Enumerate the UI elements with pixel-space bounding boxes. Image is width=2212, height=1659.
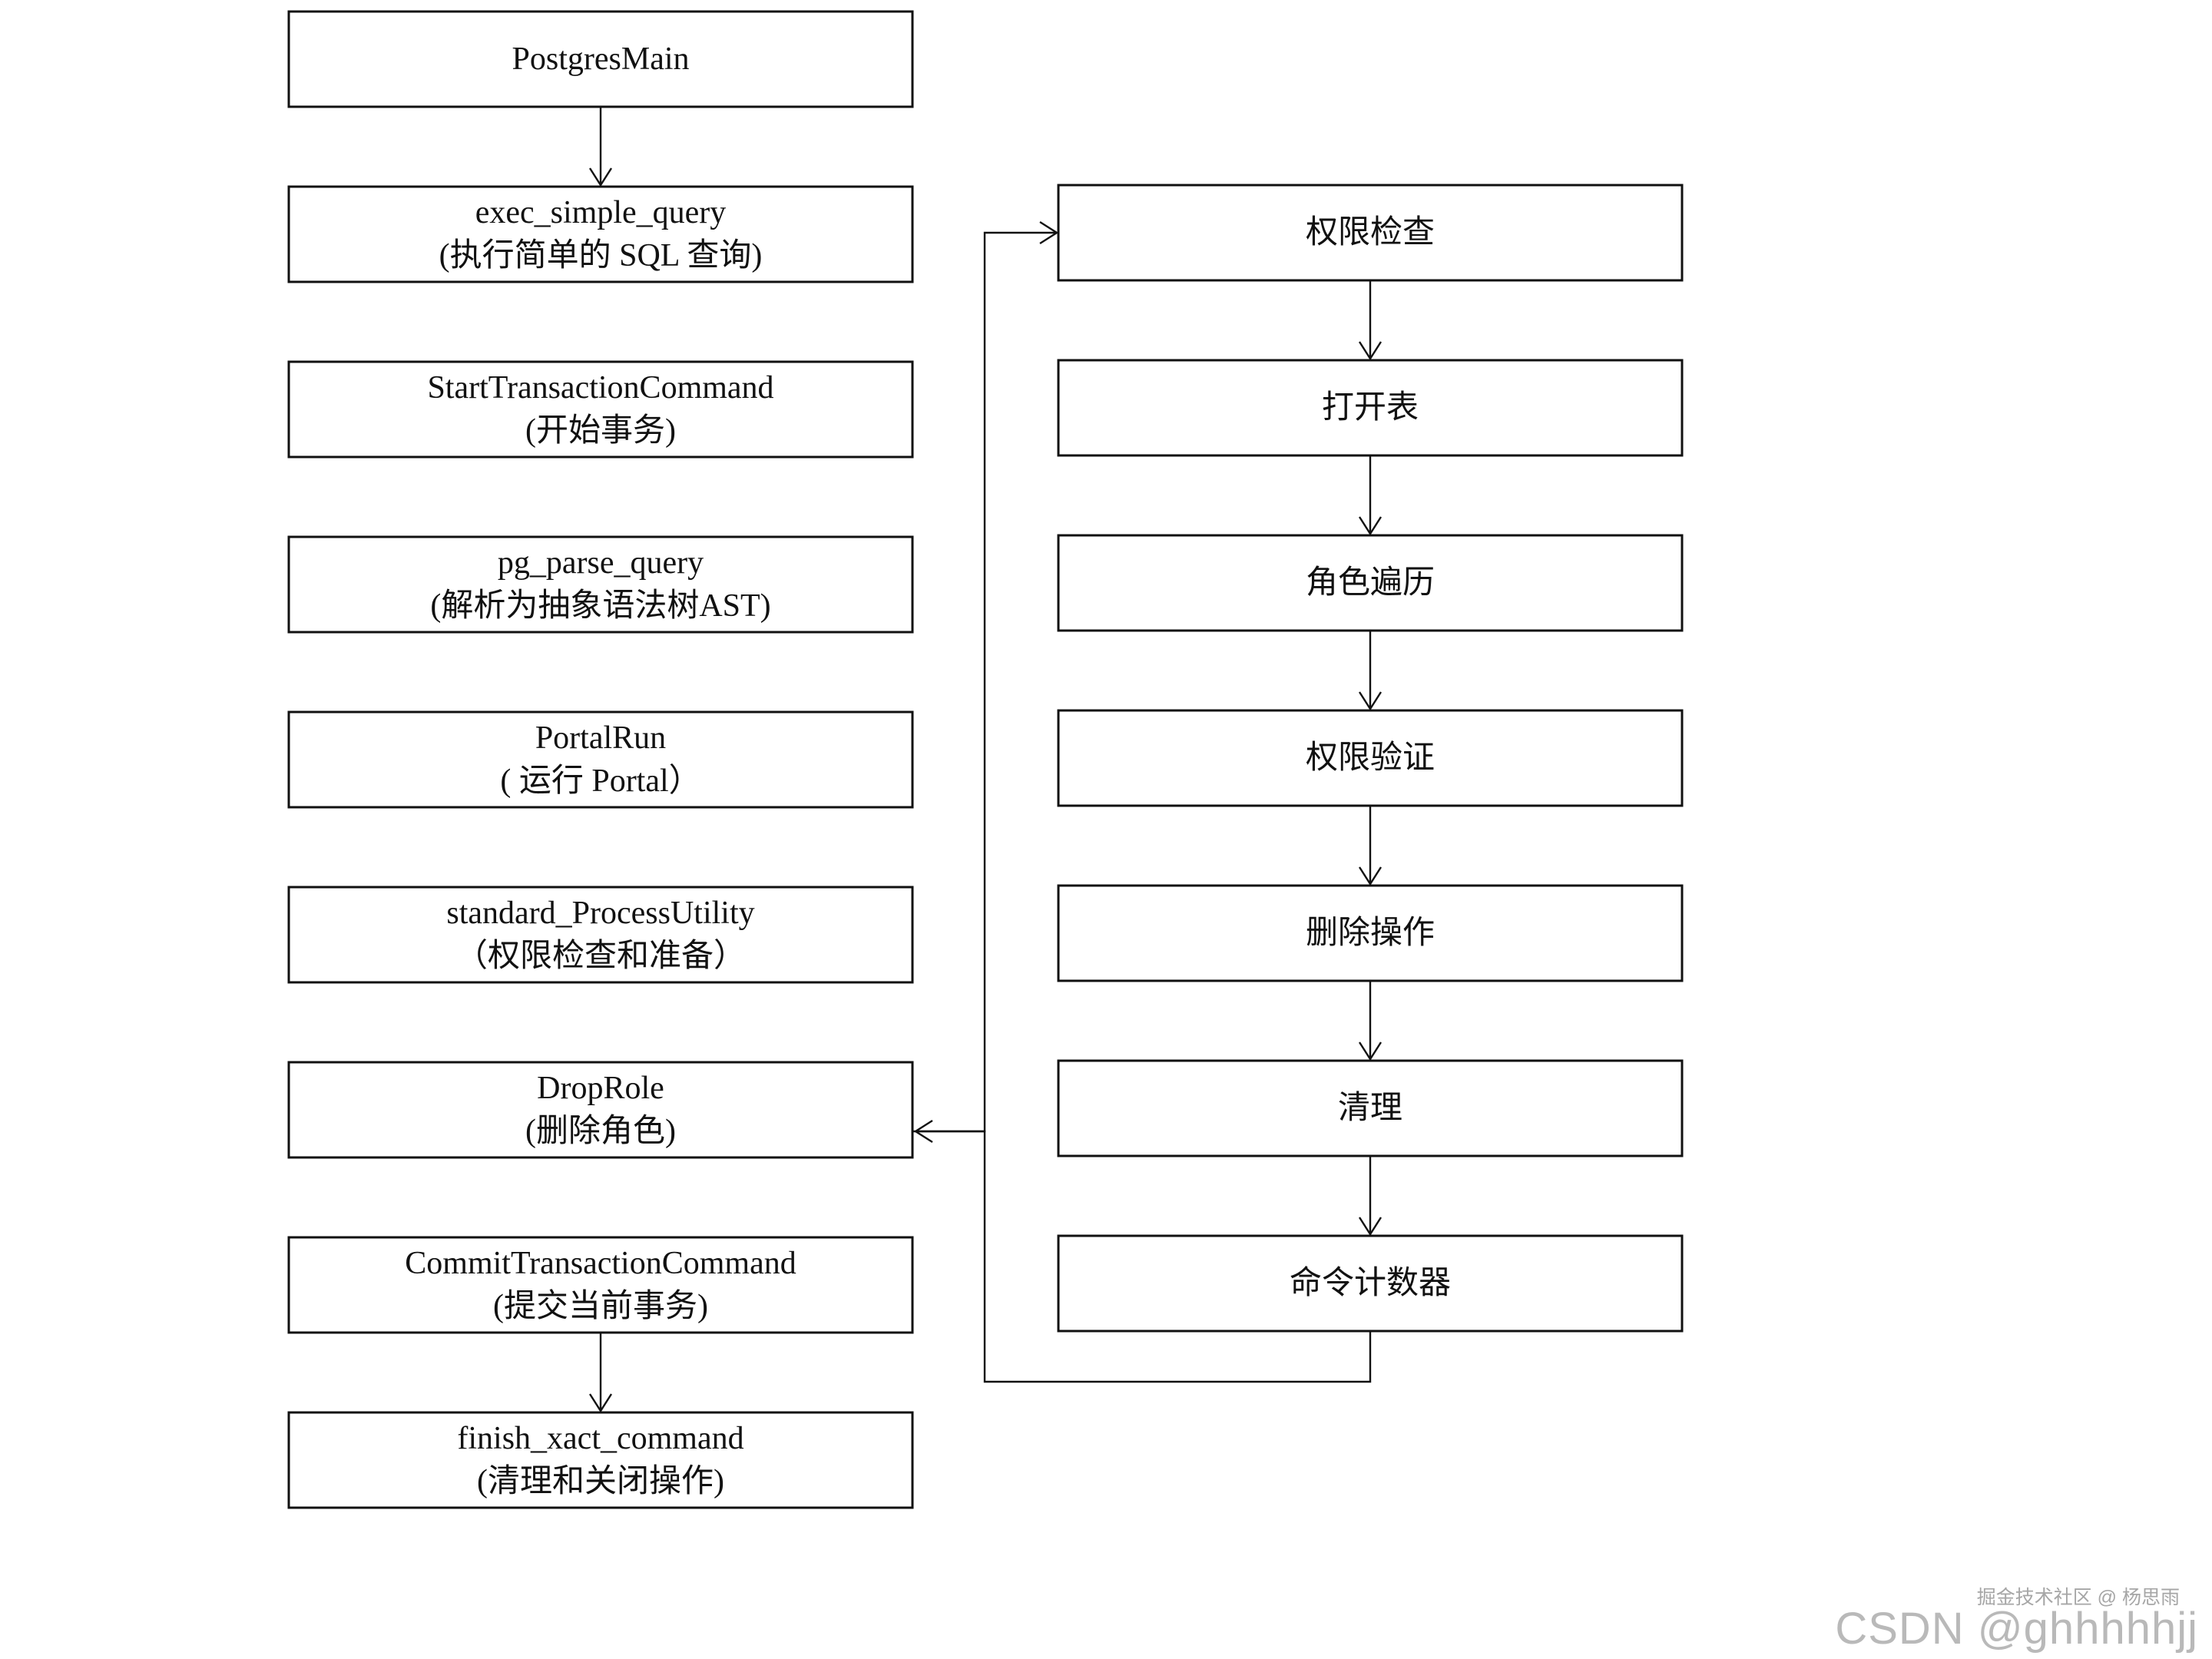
portal-run-label-2: ( 运行 Portal） [500,763,700,799]
standard-process-utility-label-1: standard_ProcessUtility [446,896,754,931]
command-counter-label-1: 命令计数器 [1290,1265,1451,1301]
node-portal-run: PortalRun ( 运行 Portal） [287,710,914,809]
edge-postgres-main-to-exec-simple-query-arrowhead [588,167,613,187]
node-commit-transaction-command: CommitTransactionCommand (提交当前事务) [287,1236,914,1334]
node-start-transaction-command: StartTransactionCommand (开始事务) [287,360,914,459]
postgres-main-box [287,10,914,108]
exec-simple-query-label-1: exec_simple_query [475,195,727,230]
exec-simple-query-box [287,185,914,283]
cleanup-label-1: 清理 [1338,1091,1402,1126]
open-table-box [1057,359,1684,457]
standard-process-utility-label-2: （权限检查和准备） [455,938,746,974]
drop-role-box [287,1061,914,1159]
finish-xact-command-label-1: finish_xact_command [457,1421,743,1456]
role-traversal-box [1057,534,1684,632]
start-transaction-command-label-2: (开始事务) [525,413,676,449]
node-permission-verify: 权限验证 [1057,709,1684,807]
edge-open-table-to-role-traversal-arrowhead [1358,516,1382,536]
edge-drop-role-to-permission-check-arrowhead [1039,220,1059,245]
finish-xact-command-label-2: (清理和关闭操作) [477,1464,724,1499]
juejin-watermark: 掘金技术社区 @ 杨思雨 [1976,1587,2180,1608]
start-transaction-command-box [287,360,914,459]
node-open-table: 打开表 [1057,359,1684,457]
command-counter-box [1057,1234,1684,1333]
node-finish-xact-command: finish_xact_command (清理和关闭操作) [287,1411,914,1509]
edge-command-counter-to-drop-role-arrowhead [913,1119,933,1144]
csdn-watermark: CSDN @ghhhhhjj [1835,1604,2198,1654]
pg-parse-query-label-2: (解析为抽象语法树AST) [430,588,770,624]
edge-permission-verify-to-delete-operation-arrowhead [1358,866,1382,886]
edge-role-traversal-to-permission-verify-arrowhead [1358,691,1382,711]
edge-drop-role-to-permission-check [912,231,1057,1133]
role-traversal-label-1: 角色遍历 [1306,565,1435,601]
edge-commit-transaction-command-to-finish-xact-command-arrowhead [588,1393,613,1413]
cleanup-box [1057,1059,1684,1157]
pg-parse-query-box [287,535,914,634]
permission-verify-label-1: 权限验证 [1306,740,1435,776]
portal-run-box [287,710,914,809]
node-command-counter: 命令计数器 [1057,1234,1684,1333]
node-standard-process-utility: standard_ProcessUtility （权限检查和准备） [287,886,914,984]
edge-cleanup-to-command-counter-arrowhead [1358,1217,1382,1237]
commit-transaction-command-box [287,1236,914,1334]
start-transaction-command-label-1: StartTransactionCommand [427,370,773,406]
drop-role-label-2: (删除角色) [525,1113,676,1149]
node-drop-role: DropRole (删除角色) [287,1061,914,1159]
delete-operation-label-1: 删除操作 [1306,915,1435,951]
pg-parse-query-label-1: pg_parse_query [498,545,704,581]
delete-operation-box [1057,884,1684,982]
commit-transaction-command-label-2: (提交当前事务) [493,1288,708,1324]
edge-delete-operation-to-cleanup-arrowhead [1358,1041,1382,1061]
node-exec-simple-query: exec_simple_query (执行简单的 SQL 查询) [287,185,914,283]
edge-permission-check-to-open-table-arrowhead [1358,341,1382,361]
drop-role-label-1: DropRole [537,1071,664,1106]
node-delete-operation: 删除操作 [1057,884,1684,982]
open-table-label-1: 打开表 [1322,390,1419,426]
exec-simple-query-label-2: (执行简单的 SQL 查询) [439,238,763,273]
node-pg-parse-query: pg_parse_query (解析为抽象语法树AST) [287,535,914,634]
commit-transaction-command-label-1: CommitTransactionCommand [405,1246,796,1281]
permission-verify-box [1057,709,1684,807]
finish-xact-command-box [287,1411,914,1509]
node-permission-check: 权限检查 [1057,184,1684,282]
standard-process-utility-box [287,886,914,984]
permission-check-label-1: 权限检查 [1306,214,1435,250]
portal-run-label-1: PortalRun [535,720,666,756]
permission-check-box [1057,184,1684,282]
node-postgres-main: PostgresMain [287,10,914,108]
edge-command-counter-to-drop-role [916,1130,1372,1383]
node-role-traversal: 角色遍历 [1057,534,1684,632]
node-layer: PostgresMain exec_simple_query (执行简单的 SQL … [287,10,1684,1509]
connector-layer [588,107,1382,1413]
node-cleanup: 清理 [1057,1059,1684,1157]
postgres-main-label-1: PostgresMain [512,41,690,77]
